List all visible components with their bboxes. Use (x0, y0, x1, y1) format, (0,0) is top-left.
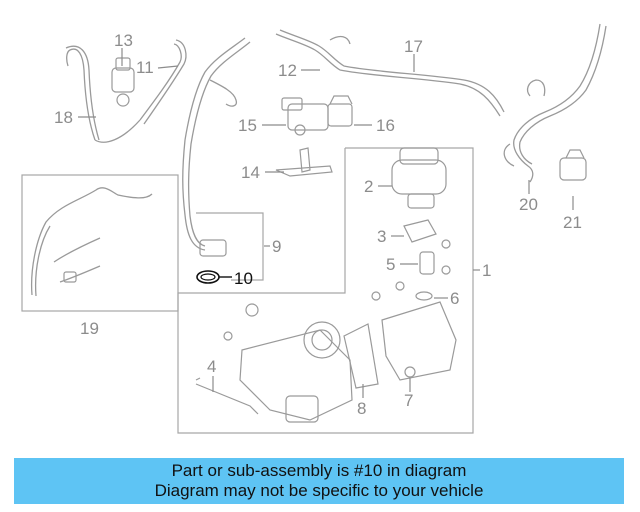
frame-part-9 (196, 212, 264, 281)
parts-diagram: 13 11 18 12 17 15 16 14 2 3 5 6 1 9 10 1… (21, 23, 607, 434)
hose-assembly-20 (503, 23, 607, 183)
callout-12: 12 (278, 61, 297, 80)
callout-11: 11 (136, 58, 154, 77)
callout-3: 3 (377, 227, 386, 246)
callout-15: 15 (238, 116, 257, 135)
callout-18: 18 (54, 108, 73, 127)
hose-assembly-18 (65, 39, 187, 143)
banner-line-part-number: Part or sub-assembly is #10 in diagram (171, 461, 467, 480)
callout-10-highlighted: 10 (234, 269, 253, 288)
banner-line-disclaimer: Diagram may not be specific to your vehi… (154, 481, 484, 500)
bracket-part-14 (275, 147, 333, 177)
callout-17: 17 (404, 37, 423, 56)
bolt-part-4 (195, 377, 259, 415)
oring-part-6 (371, 281, 433, 301)
callout-14: 14 (241, 163, 260, 182)
valve-part-15 (281, 97, 329, 136)
info-banner: Part or sub-assembly is #10 in diagram D… (14, 458, 624, 504)
valve-part-13 (111, 57, 135, 107)
callout-5: 5 (386, 255, 395, 274)
callout-4: 4 (207, 357, 216, 376)
callout-19: 19 (80, 319, 99, 338)
cooler-body-part-1 (223, 303, 353, 423)
callout-7: 7 (404, 391, 413, 410)
sensor-part-5 (419, 239, 451, 275)
egr-cooler-part-2 (391, 147, 447, 209)
callout-1: 1 (482, 261, 491, 280)
pipe-part-9 (182, 37, 251, 257)
callout-8: 8 (357, 399, 366, 418)
leader-lines (78, 48, 574, 398)
bracket-part-7 (381, 301, 457, 381)
callout-21: 21 (563, 213, 582, 232)
callout-16: 16 (376, 116, 395, 135)
gasket-part-3 (403, 219, 437, 243)
callout-13: 13 (114, 31, 133, 50)
frame-part-1 (177, 147, 474, 434)
bracket-part-16 (327, 95, 353, 127)
gasket-part-8 (343, 323, 379, 389)
callout-20: 20 (519, 195, 538, 214)
cable-part-19 (30, 187, 153, 297)
valve-part-21 (559, 149, 587, 181)
seal-part-10 (196, 270, 220, 284)
hose-assembly-17 (275, 29, 505, 117)
frame-part-19 (21, 174, 179, 312)
callout-6: 6 (450, 289, 459, 308)
callout-9: 9 (272, 237, 281, 256)
callout-2: 2 (364, 177, 373, 196)
